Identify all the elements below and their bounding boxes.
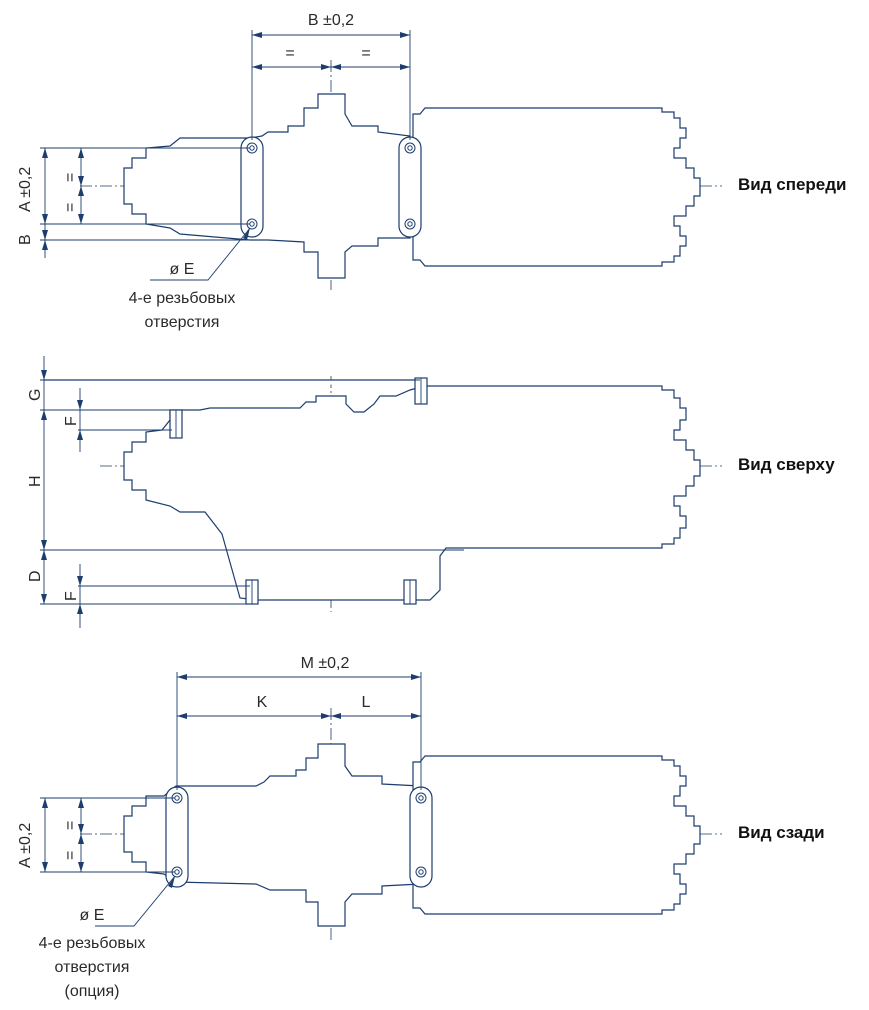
front-holes-note-1: 4-е резьбовых	[129, 290, 236, 307]
front-equal-right-label: =	[361, 45, 370, 62]
front-b-vertical-label: B	[17, 234, 34, 245]
rear-holes-note-2: отверстия	[55, 959, 130, 976]
rear-eq-vertical-label-2: =	[62, 851, 79, 860]
front-b-dimension-label: B ±0,2	[308, 12, 354, 29]
front-adapter-body	[123, 93, 411, 279]
front-view-title: Вид спереди	[738, 175, 847, 194]
hole-icon	[407, 221, 413, 227]
rear-a-vertical-label: A ±0,2	[17, 823, 34, 868]
front-holes-note-2: отверстия	[145, 314, 220, 331]
rear-l-label: L	[362, 694, 371, 711]
front-view: B ±0,2 = = A ±0,2 B = = ø E 4-е резьбовы…	[17, 12, 847, 331]
hole-icon	[249, 221, 255, 227]
rear-view-title: Вид сзади	[738, 823, 825, 842]
rear-hole-leader	[95, 875, 176, 927]
hole-icon	[249, 145, 255, 151]
rear-m-dimension-label: M ±0,2	[301, 655, 350, 672]
rear-diameter-label: ø E	[80, 907, 105, 924]
top-adapter-body	[44, 379, 701, 601]
front-hole-leader	[150, 227, 251, 281]
front-a-vertical-label: A ±0,2	[17, 167, 34, 212]
rear-holes-note-1: 4-е резьбовых	[39, 935, 146, 952]
rear-k-label: K	[257, 694, 268, 711]
front-diameter-label: ø E	[170, 261, 195, 278]
rear-eq-vertical-label-1: =	[62, 821, 79, 830]
front-actuator-body	[412, 107, 701, 267]
hole-icon	[407, 145, 413, 151]
top-f1-label: F	[63, 416, 80, 426]
front-eq-vertical-label-2: =	[62, 203, 79, 212]
top-view-title: Вид сверху	[738, 455, 835, 474]
rear-holes-note-3: (опция)	[65, 983, 120, 1000]
top-f2-label: F	[63, 591, 80, 601]
hole-icon	[418, 795, 424, 801]
hole-icon	[174, 795, 180, 801]
top-d-label: D	[27, 570, 44, 582]
front-eq-vertical-label-1: =	[62, 173, 79, 182]
rear-view: M ±0,2 K L A ±0,2 = = ø E 4-е резьбовых …	[17, 655, 825, 1000]
front-equal-left-label: =	[285, 45, 294, 62]
top-h-label: H	[27, 475, 44, 487]
top-g-label: G	[27, 389, 44, 401]
hole-icon	[174, 869, 180, 875]
rear-actuator-body	[412, 755, 701, 915]
hole-icon	[418, 869, 424, 875]
top-view: G F H D F Вид сверху	[27, 356, 835, 628]
